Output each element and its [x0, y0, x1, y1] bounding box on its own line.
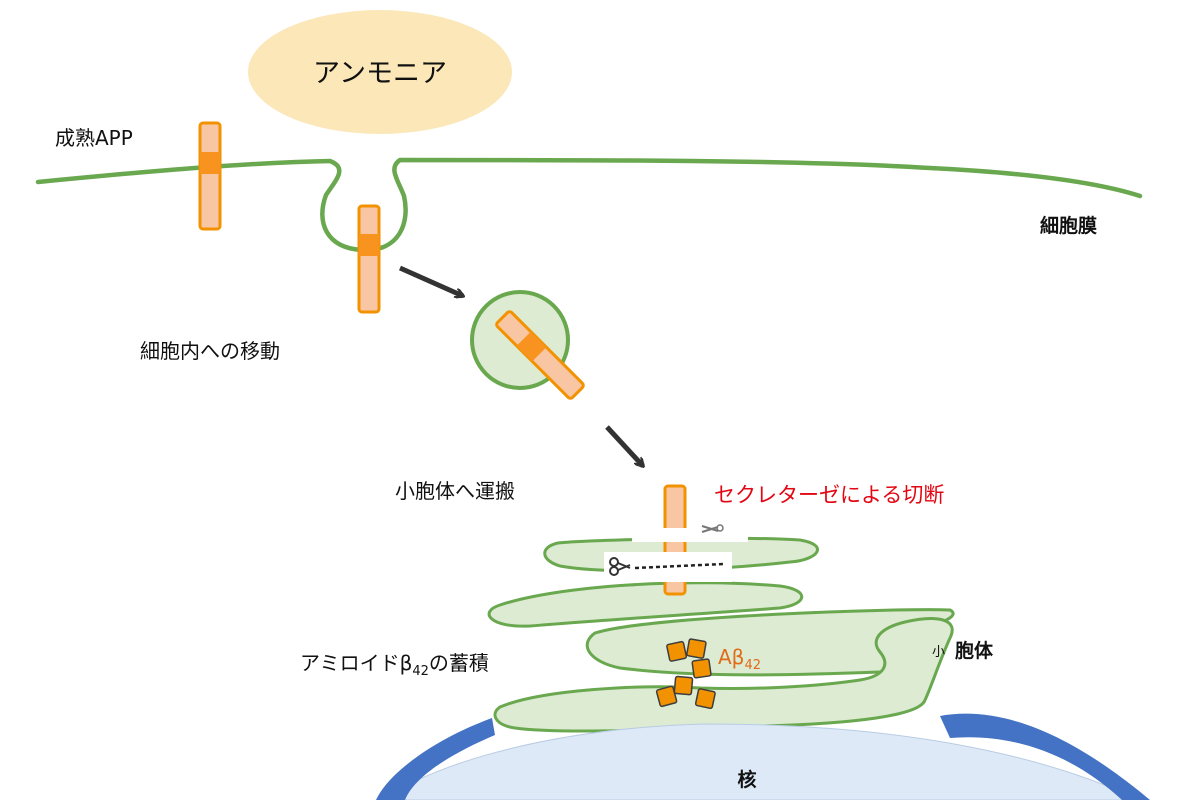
ammonia-bubble: [248, 10, 512, 134]
abeta-aggregate: [655, 638, 716, 710]
cell-membrane: [35, 157, 1143, 253]
secretase-cleavage-label: セクレターゼによる切断: [714, 483, 944, 507]
nucleus-envelope-right: [940, 713, 1150, 800]
amyloid-accumulation-label: アミロイドβ42の蓄積: [300, 651, 489, 679]
scissors-icon: [609, 557, 631, 576]
nucleus-envelope-left: [376, 718, 495, 800]
abeta-label: Aβ42: [718, 645, 761, 673]
arrow-to-vesicle: [398, 265, 463, 296]
arrow-to-er: [605, 425, 643, 466]
cleavage-site: [604, 528, 748, 582]
er-label-small: 小: [932, 645, 945, 660]
cell-membrane-label: 細胞膜: [1040, 214, 1097, 237]
app-protein-vesicle: [495, 310, 585, 400]
nucleus: [381, 723, 1141, 800]
transport-label: 小胞体へ運搬: [395, 479, 515, 503]
app-protein-endocytosis: [357, 204, 381, 314]
nucleus-label: 核: [737, 768, 756, 791]
app-protein-membrane: [198, 121, 222, 231]
ammonia-label: アンモニア: [313, 58, 447, 89]
internalization-label: 細胞内への移動: [140, 339, 280, 363]
mature-app-label: 成熟APP: [55, 126, 133, 150]
scissors-icon-top: [701, 524, 724, 533]
er-label: 胞体: [955, 639, 994, 662]
